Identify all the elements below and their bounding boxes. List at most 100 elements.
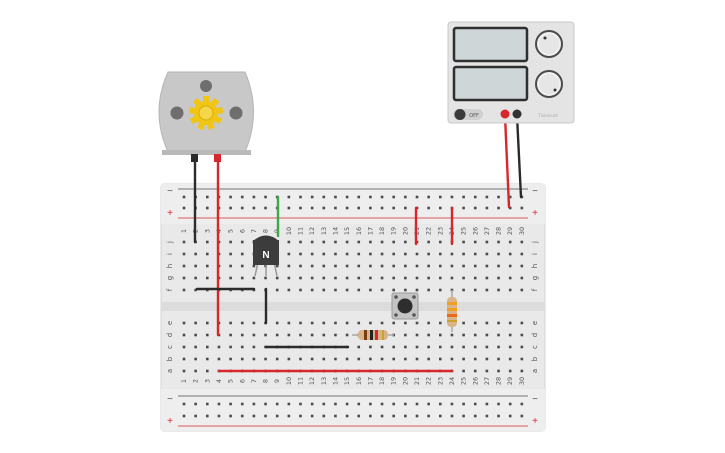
- hole[interactable]: [322, 276, 326, 280]
- hole[interactable]: [415, 252, 419, 256]
- rail-hole[interactable]: [299, 414, 302, 418]
- hole[interactable]: [310, 252, 314, 256]
- rail-hole[interactable]: [299, 195, 302, 199]
- hole[interactable]: [287, 357, 291, 361]
- rail-hole[interactable]: [275, 414, 279, 418]
- hole[interactable]: [462, 357, 465, 361]
- hole[interactable]: [264, 333, 267, 337]
- hole[interactable]: [508, 333, 512, 337]
- rail-hole[interactable]: [334, 402, 337, 406]
- hole[interactable]: [322, 288, 326, 292]
- rail-hole[interactable]: [217, 414, 221, 418]
- rail-hole[interactable]: [334, 206, 337, 210]
- hole[interactable]: [229, 276, 232, 280]
- hole[interactable]: [508, 321, 512, 325]
- hole[interactable]: [520, 357, 524, 361]
- hole[interactable]: [473, 276, 477, 280]
- hole[interactable]: [462, 333, 465, 337]
- hole[interactable]: [206, 264, 209, 268]
- power-switch[interactable]: OFF: [453, 109, 483, 120]
- hole[interactable]: [287, 288, 291, 292]
- hole[interactable]: [380, 276, 384, 280]
- dc-motor[interactable]: [158, 71, 254, 162]
- hole[interactable]: [380, 252, 384, 256]
- hole[interactable]: [380, 321, 384, 325]
- hole[interactable]: [497, 252, 500, 256]
- hole[interactable]: [182, 264, 186, 268]
- hole[interactable]: [520, 345, 524, 349]
- hole[interactable]: [287, 264, 291, 268]
- voltage-knob[interactable]: [535, 30, 563, 58]
- hole[interactable]: [229, 357, 232, 361]
- hole[interactable]: [182, 240, 186, 244]
- rail-hole[interactable]: [206, 206, 209, 210]
- rail-hole[interactable]: [473, 195, 477, 199]
- rail-hole[interactable]: [439, 195, 442, 199]
- hole[interactable]: [252, 264, 256, 268]
- rail-hole[interactable]: [485, 402, 489, 406]
- hole[interactable]: [427, 288, 430, 292]
- hole[interactable]: [508, 252, 512, 256]
- rail-hole[interactable]: [427, 195, 430, 199]
- hole[interactable]: [450, 333, 454, 337]
- hole[interactable]: [275, 264, 279, 268]
- hole[interactable]: [264, 276, 267, 280]
- hole[interactable]: [450, 264, 454, 268]
- hole[interactable]: [206, 345, 209, 349]
- hole[interactable]: [275, 357, 279, 361]
- hole[interactable]: [404, 276, 407, 280]
- hole[interactable]: [497, 321, 500, 325]
- hole[interactable]: [334, 288, 337, 292]
- rail-hole[interactable]: [369, 402, 372, 406]
- hole[interactable]: [485, 369, 489, 373]
- hole[interactable]: [182, 276, 186, 280]
- hole[interactable]: [497, 345, 500, 349]
- rail-hole[interactable]: [473, 414, 477, 418]
- hole[interactable]: [473, 333, 477, 337]
- hole[interactable]: [392, 264, 395, 268]
- hole[interactable]: [345, 252, 349, 256]
- hole[interactable]: [357, 357, 361, 361]
- hole[interactable]: [380, 345, 384, 349]
- rail-hole[interactable]: [229, 206, 232, 210]
- hole[interactable]: [450, 357, 454, 361]
- hole[interactable]: [310, 321, 314, 325]
- rail-hole[interactable]: [415, 195, 419, 199]
- hole[interactable]: [345, 264, 349, 268]
- hole[interactable]: [392, 321, 395, 325]
- hole[interactable]: [473, 357, 477, 361]
- hole[interactable]: [427, 333, 430, 337]
- hole[interactable]: [252, 321, 256, 325]
- hole[interactable]: [485, 240, 489, 244]
- hole[interactable]: [485, 252, 489, 256]
- rail-hole[interactable]: [427, 414, 430, 418]
- rail-hole[interactable]: [194, 414, 197, 418]
- hole[interactable]: [404, 357, 407, 361]
- hole[interactable]: [520, 264, 524, 268]
- rail-hole[interactable]: [439, 402, 442, 406]
- hole[interactable]: [182, 345, 186, 349]
- hole[interactable]: [369, 357, 372, 361]
- hole[interactable]: [229, 240, 232, 244]
- hole[interactable]: [462, 345, 465, 349]
- hole[interactable]: [229, 333, 232, 337]
- hole[interactable]: [415, 288, 419, 292]
- hole[interactable]: [310, 288, 314, 292]
- rail-hole[interactable]: [404, 402, 407, 406]
- hole[interactable]: [462, 321, 465, 325]
- hole[interactable]: [287, 240, 291, 244]
- rail-hole[interactable]: [217, 402, 221, 406]
- hole[interactable]: [322, 264, 326, 268]
- rail-hole[interactable]: [497, 402, 500, 406]
- hole[interactable]: [380, 264, 384, 268]
- hole[interactable]: [415, 264, 419, 268]
- hole[interactable]: [194, 333, 197, 337]
- rail-hole[interactable]: [264, 206, 267, 210]
- hole[interactable]: [427, 345, 430, 349]
- hole[interactable]: [508, 369, 512, 373]
- hole[interactable]: [252, 345, 256, 349]
- rail-hole[interactable]: [264, 414, 267, 418]
- rail-hole[interactable]: [252, 402, 256, 406]
- hole[interactable]: [439, 321, 442, 325]
- hole[interactable]: [369, 252, 372, 256]
